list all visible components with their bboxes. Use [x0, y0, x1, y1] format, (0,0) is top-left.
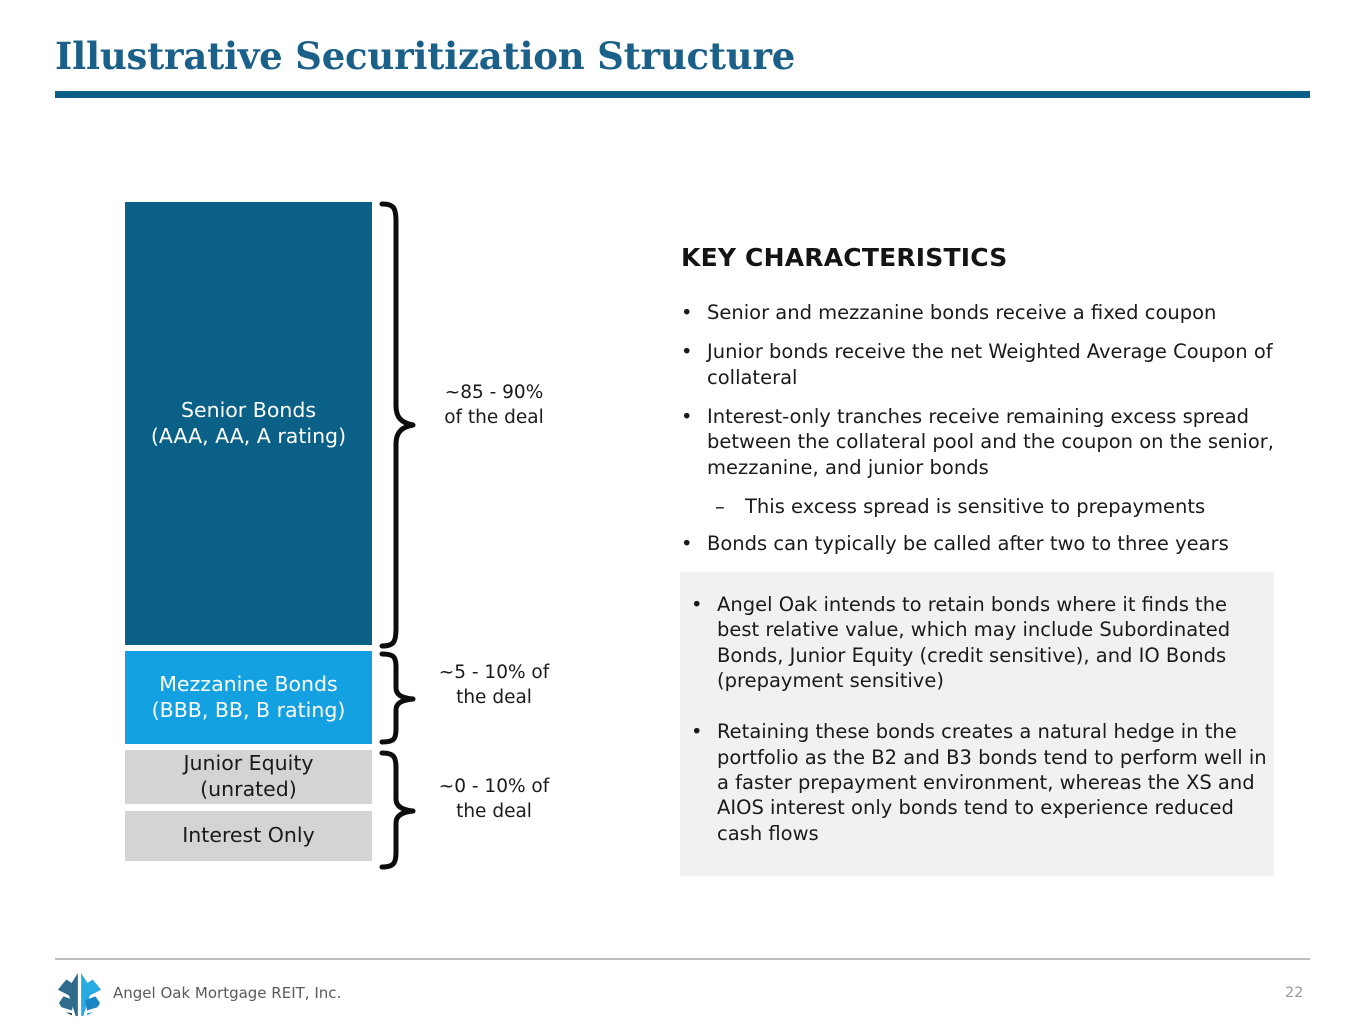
- brace-senior-icon: [379, 201, 416, 649]
- bullet-text: Retaining these bonds creates a natural …: [717, 720, 1267, 845]
- bullet-point-icon: •: [681, 340, 693, 364]
- page-title: Illustrative Securitization Structure: [55, 34, 796, 78]
- tranche-block-mezzanine-bonds: Mezzanine Bonds (BBB, BB, B rating): [125, 651, 372, 744]
- bullet-point-icon: •: [681, 301, 693, 324]
- title-underline-rule: [55, 91, 1310, 98]
- tranche-label-line2: (BBB, BB, B rating): [151, 697, 346, 722]
- bullet-text: Angel Oak intends to retain bonds where …: [717, 593, 1231, 693]
- bullet-text: This excess spread is sensitive to prepa…: [745, 495, 1206, 519]
- brace-label-mezzanine-line1: ~5 - 10% of: [438, 662, 550, 683]
- tranche-block-junior-equity: Junior Equity (unrated): [125, 750, 372, 804]
- bullet-item: • Junior bonds receive the net Weighted …: [681, 339, 1281, 390]
- key-characteristics-bullet-list: • Senior and mezzanine bonds receive a f…: [681, 300, 1281, 571]
- brace-label-senior-line1: ~85 - 90%: [444, 382, 544, 403]
- brace-junior-io-icon: [379, 750, 416, 870]
- brace-label-mezzanine-line2: the deal: [456, 686, 532, 708]
- highlight-bullet-list: • Angel Oak intends to retain bonds wher…: [691, 592, 1271, 872]
- brace-label-junior-io-line2: the deal: [456, 800, 532, 822]
- bullet-item: • Angel Oak intends to retain bonds wher…: [691, 592, 1271, 693]
- footer-company-name: Angel Oak Mortgage REIT, Inc.: [113, 984, 342, 1002]
- bullet-item-sub: – This excess spread is sensitive to pre…: [715, 494, 1281, 519]
- brace-mezzanine-icon: [379, 651, 416, 745]
- dash-point-icon: –: [715, 495, 725, 519]
- bullet-point-icon: •: [681, 532, 693, 556]
- bullet-item: • Senior and mezzanine bonds receive a f…: [681, 300, 1281, 325]
- highlight-callout-box: [680, 572, 1274, 876]
- bullet-point-icon: •: [691, 593, 703, 616]
- bullet-text: Bonds can typically be called after two …: [707, 532, 1229, 556]
- brace-label-senior: ~85 - 90% of the deal: [414, 381, 574, 431]
- tranche-block-senior-bonds: Senior Bonds (AAA, AA, A rating): [125, 202, 372, 645]
- brace-label-junior-io-line1: ~0 - 10% of: [438, 776, 550, 797]
- key-characteristics-heading: KEY CHARACTERISTICS: [681, 243, 1008, 272]
- tranche-block-interest-only: Interest Only: [125, 811, 372, 861]
- brace-label-senior-line2: of the deal: [444, 406, 544, 428]
- securitization-tranche-stack: Senior Bonds (AAA, AA, A rating) Mezzani…: [125, 202, 372, 861]
- tranche-label-line1: Junior Equity: [183, 751, 314, 776]
- angel-oak-logo-icon: [56, 971, 103, 1018]
- brace-label-junior-io: ~0 - 10% of the deal: [414, 775, 574, 825]
- bullet-text: Senior and mezzanine bonds receive a fix…: [707, 301, 1217, 324]
- bullet-item: • Retaining these bonds creates a natura…: [691, 719, 1271, 846]
- page-number: 22: [1285, 985, 1304, 1001]
- bullet-item: • Bonds can typically be called after tw…: [681, 531, 1281, 556]
- bullet-text: Junior bonds receive the net Weighted Av…: [707, 340, 1273, 389]
- tranche-label-line2: (unrated): [200, 777, 297, 801]
- tranche-label-line1: Interest Only: [182, 823, 315, 848]
- tranche-label-line2: (AAA, AA, A rating): [150, 423, 347, 448]
- tranche-label-line1: Mezzanine Bonds: [159, 671, 338, 696]
- bullet-point-icon: •: [681, 405, 693, 429]
- bullet-text: Interest-only tranches receive remaining…: [707, 405, 1274, 479]
- brace-label-mezzanine: ~5 - 10% of the deal: [414, 661, 574, 711]
- bullet-item: • Interest-only tranches receive remaini…: [681, 404, 1281, 480]
- bullet-point-icon: •: [691, 720, 703, 744]
- tranche-label-line1: Senior Bonds: [180, 397, 317, 422]
- footer-divider: [55, 958, 1310, 960]
